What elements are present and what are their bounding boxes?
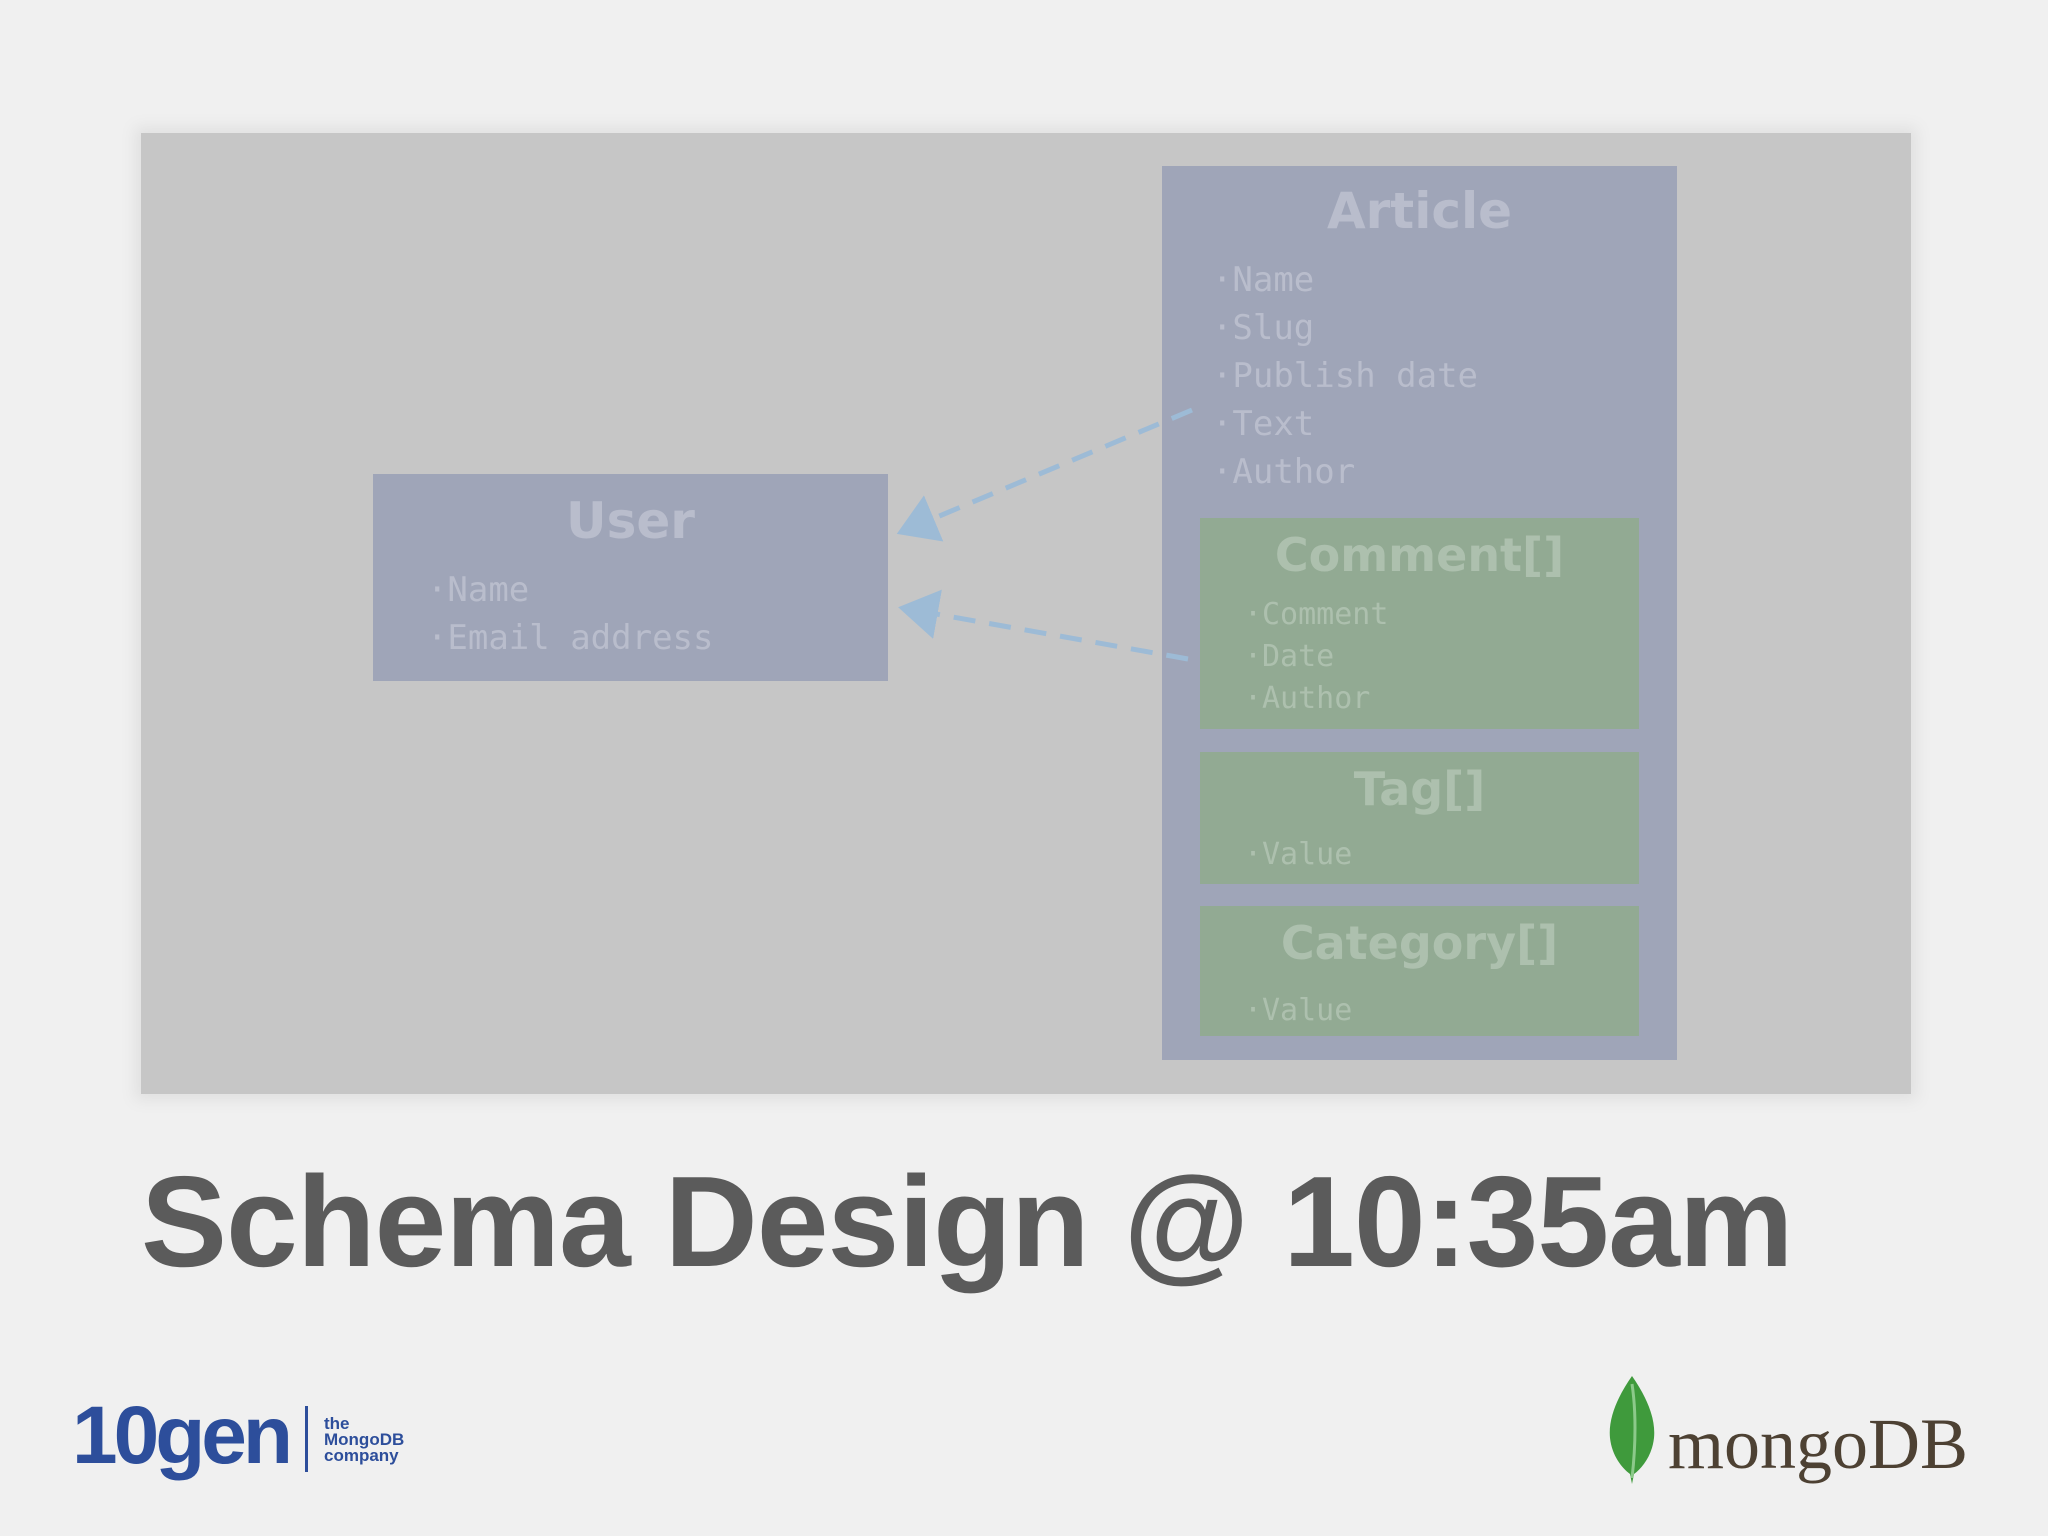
comment-array-box: Comment[] Comment Date Author xyxy=(1200,518,1639,729)
10gen-wordmark: 10gen xyxy=(72,1390,293,1481)
user-field-name: Name xyxy=(427,566,714,614)
article-field-list: Name Slug Publish date Text Author xyxy=(1212,256,1478,496)
tag-field-value: Value xyxy=(1244,834,1352,876)
tag-field-list: Value xyxy=(1244,834,1352,876)
article-entity-title: Article xyxy=(1326,182,1513,240)
comment-field-author: Author xyxy=(1244,678,1388,720)
article-field-author: Author xyxy=(1212,448,1478,496)
user-entity: User Name Email address xyxy=(373,474,888,681)
user-entity-title: User xyxy=(566,492,695,550)
user-field-list: Name Email address xyxy=(427,566,714,662)
tag-array-box: Tag[] Value xyxy=(1200,752,1639,884)
10gen-logo: 10gen the MongoDB company xyxy=(72,1388,432,1484)
mongodb-wordmark: mongoDB xyxy=(1668,1404,1969,1484)
10gen-logo-divider xyxy=(305,1406,308,1472)
category-array-title: Category[] xyxy=(1280,916,1559,970)
mongodb-leaf-icon xyxy=(1609,1376,1655,1484)
article-field-text: Text xyxy=(1212,400,1478,448)
article-field-slug: Slug xyxy=(1212,304,1478,352)
10gen-tagline: the MongoDB company xyxy=(324,1414,405,1465)
comment-field-list: Comment Date Author xyxy=(1244,594,1388,720)
article-entity: Article Name Slug Publish date Text Auth… xyxy=(1162,166,1677,1060)
comment-field-date: Date xyxy=(1244,636,1388,678)
comment-field-comment: Comment xyxy=(1244,594,1388,636)
user-field-email-address: Email address xyxy=(427,614,713,662)
article-field-name: Name xyxy=(1212,256,1478,304)
tag-array-title: Tag[] xyxy=(1353,762,1486,816)
article-field-publish-date: Publish date xyxy=(1212,352,1478,400)
slide-title: Schema Design @ 10:35am xyxy=(141,1150,1794,1294)
category-array-box: Category[] Value xyxy=(1200,906,1639,1036)
comment-array-title: Comment[] xyxy=(1274,528,1565,582)
category-field-value: Value xyxy=(1244,990,1352,1032)
mongodb-logo: mongoDB xyxy=(1602,1374,1992,1494)
category-field-list: Value xyxy=(1244,990,1352,1032)
